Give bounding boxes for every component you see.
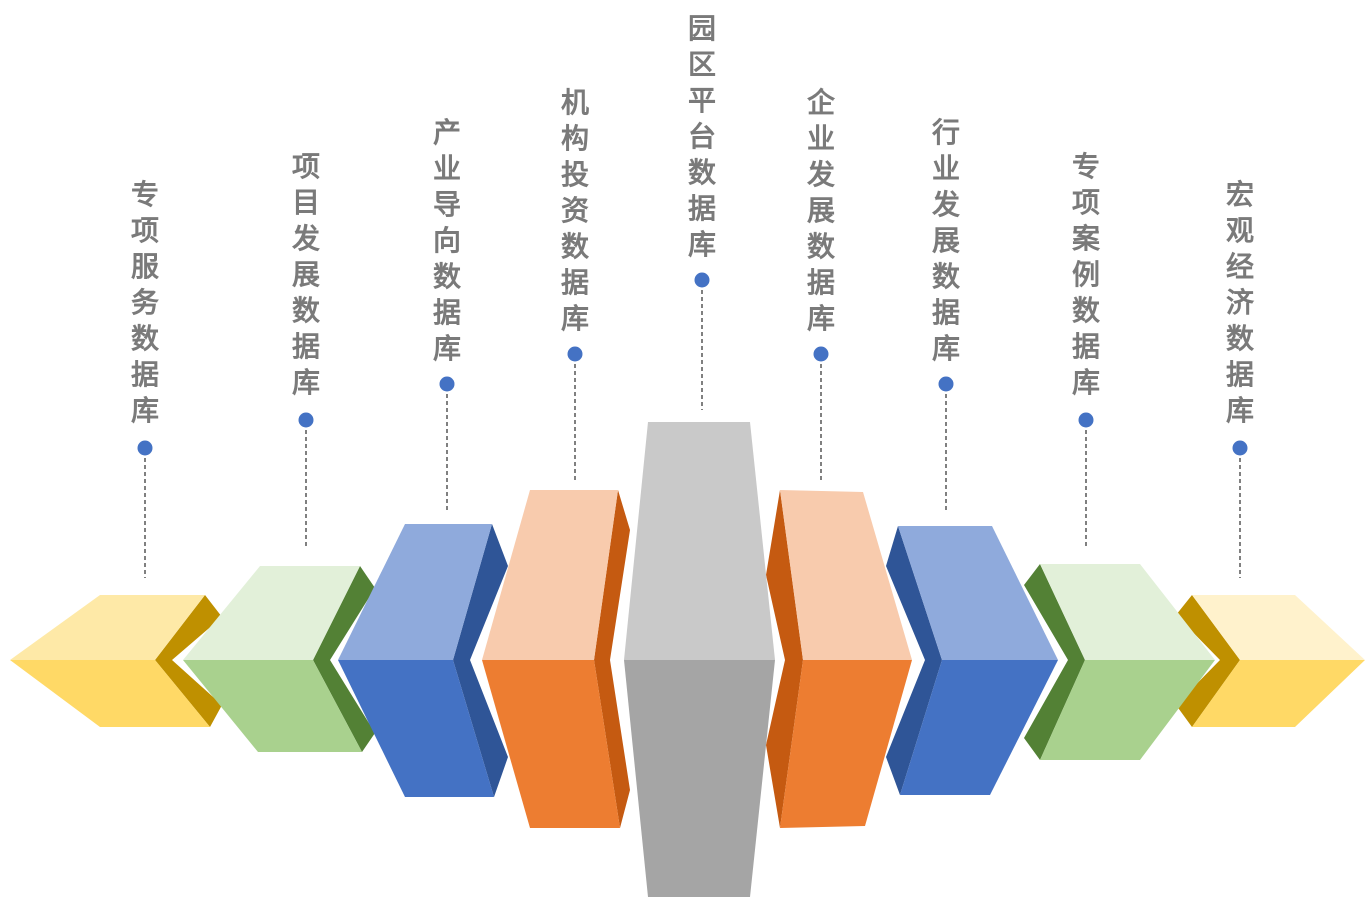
macro-economy-block-front-face [1192,660,1365,727]
special-case-block [1024,564,1215,760]
industry-guidance-block-side-face [453,524,508,797]
industry-guidance-label: 产业导向数据库 [433,116,462,365]
macro-economy-label: 宏观经济数据库 [1226,178,1255,427]
institutional-investment-block [482,490,630,828]
special-service-block-top-face [10,595,205,660]
park-platform-label: 园区平台数据库 [688,12,717,261]
enterprise-development-block [766,490,912,828]
industry-guidance-block [338,524,508,797]
sector-development-block-front-face [900,660,1058,795]
project-development-block-front-face [183,660,362,752]
enterprise-development-label: 企业发展数据库 [806,86,836,335]
industry-guidance-block-front-face [338,660,494,797]
project-development-label: 项目发展数据库 [291,150,321,399]
sector-development-label: 行业发展数据库 [931,116,961,365]
macro-economy-block-top-face [1192,595,1365,660]
sector-development-block-side-face [886,526,942,795]
macro-economy-block-side-face [1176,595,1240,727]
block-layer [10,422,1365,897]
macro-economy-connector-dot [1232,440,1248,456]
enterprise-development-block-front-face [780,660,912,828]
special-service-connector-dot [137,440,153,456]
special-case-label: 专项案例数据库 [1072,150,1101,399]
enterprise-development-block-side-face [766,490,803,828]
institutional-investment-connector-dot [567,346,583,362]
sector-development-connector-dot [938,376,954,392]
special-service-block [10,595,222,727]
industry-guidance-connector-dot [439,376,455,392]
sector-development-block [886,526,1058,795]
institutional-investment-block-front-face [482,660,620,828]
project-development-connector-dot [298,412,314,428]
industry-guidance-block-top-face [338,524,492,660]
connector-layer [137,272,1248,578]
project-development-block-top-face [183,566,360,660]
enterprise-development-connector-dot [813,346,829,362]
label-layer: 专项服务数据库 项目发展数据库 产业导向数据库 机构投资数据库 园区平台数据库 企业发展数… [131,12,1255,427]
park-platform-block [624,422,775,897]
special-service-block-side-face [155,595,222,727]
special-case-block-top-face [1040,564,1215,660]
special-case-block-front-face [1040,660,1215,760]
special-service-block-front-face [10,660,210,727]
project-development-block [183,566,375,752]
special-case-connector-dot [1078,412,1094,428]
institutional-investment-block-side-face [594,490,630,828]
park-platform-block-front-face [624,660,775,897]
institutional-investment-block-top-face [482,490,618,660]
special-case-block-side-face [1024,564,1085,760]
macro-economy-block [1176,595,1365,727]
sector-development-block-top-face [898,526,1058,660]
institutional-investment-label: 机构投资数据库 [561,86,590,335]
special-service-label: 专项服务数据库 [131,178,160,427]
project-development-block-side-face [313,566,375,752]
park-platform-block-top-face [624,422,775,660]
park-platform-connector-dot [694,272,710,288]
enterprise-development-block-top-face [780,490,912,660]
